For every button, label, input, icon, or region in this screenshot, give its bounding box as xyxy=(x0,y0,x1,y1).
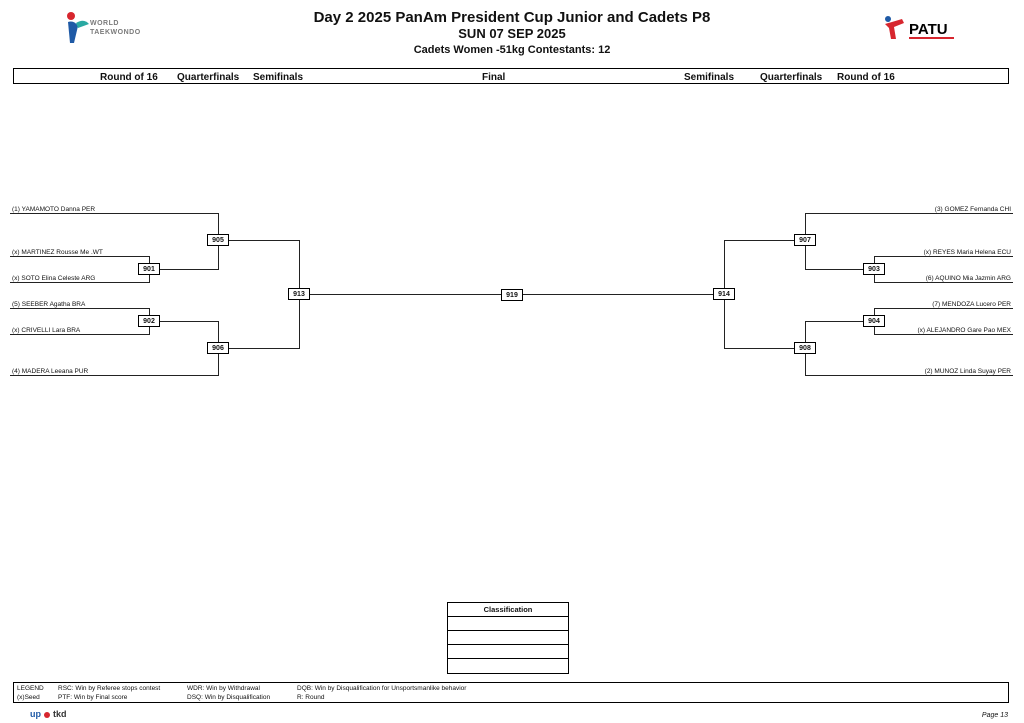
page-number: Page 13 xyxy=(981,712,1008,719)
left-athlete-4: (5) SEEBER Agatha BRA xyxy=(12,301,86,308)
right-athlete-3: (6) AQUINO Mia Jazmin ARG xyxy=(925,275,1011,282)
match-box-908[interactable]: 908 xyxy=(794,342,816,354)
classification-table: Classification xyxy=(447,602,569,674)
patu-figure-icon xyxy=(885,16,904,39)
legend-ptf: PTF: Win by Final score xyxy=(58,694,128,701)
round-label-final: Final xyxy=(482,72,506,83)
legend-dsq: DSQ: Win by Disqualification xyxy=(187,694,271,701)
logo-text-taekwondo: TAEKWONDO xyxy=(90,29,141,36)
right-athlete-6: (2) MUNOZ Linda Suyay PER xyxy=(924,368,1011,375)
right-athlete-4: (7) MENDOZA Lucero PER xyxy=(932,301,1011,308)
round-label-left-sf: Semifinals xyxy=(253,72,304,83)
match-box-905[interactable]: 905 xyxy=(207,234,229,246)
match-box-914[interactable]: 914 xyxy=(713,288,735,300)
patu-logo: PATU xyxy=(882,15,962,43)
taekwondo-figure-icon xyxy=(67,12,89,43)
match-box-902[interactable]: 902 xyxy=(138,315,160,327)
left-athlete-2: (x) MARTINEZ Rousse Me .WT xyxy=(12,249,103,256)
patu-underline xyxy=(909,37,954,39)
patu-logo-text: PATU xyxy=(909,21,948,38)
match-box-919[interactable]: 919 xyxy=(501,289,523,301)
classification-row xyxy=(448,616,568,617)
classification-row xyxy=(448,630,568,631)
legend-box: LEGEND (x)Seed RSC: Win by Referee stops… xyxy=(13,682,1009,703)
legend-dqb: DQB: Win by Disqualification for Unsport… xyxy=(297,685,467,692)
round-label-right-qf: Quarterfinals xyxy=(760,72,823,83)
right-athlete-5: (x) ALEJANDRO Gare Pao MEX xyxy=(917,327,1011,334)
legend-rsc: RSC: Win by Referee stops contest xyxy=(58,685,161,692)
round-label-left-qf: Quarterfinals xyxy=(177,72,240,83)
legend-label: LEGEND xyxy=(17,685,44,692)
world-taekwondo-logo: WORLD TAEKWONDO xyxy=(64,10,154,44)
match-box-907[interactable]: 907 xyxy=(794,234,816,246)
round-label-right-r16: Round of 16 xyxy=(837,72,895,83)
uptkd-logo-tkd: tkd xyxy=(53,709,67,719)
classification-title: Classification xyxy=(483,605,533,614)
match-box-903[interactable]: 903 xyxy=(863,263,885,275)
round-label-left-r16: Round of 16 xyxy=(100,72,158,83)
match-box-904[interactable]: 904 xyxy=(863,315,885,327)
legend-round: R: Round xyxy=(297,694,325,701)
uptkd-logo-up: up xyxy=(30,709,41,719)
event-title: Day 2 2025 PanAm President Cup Junior an… xyxy=(313,9,711,26)
match-box-901[interactable]: 901 xyxy=(138,263,160,275)
division-info: Cadets Women -51kg Contestants: 12 xyxy=(413,44,611,56)
round-label-right-sf: Semifinals xyxy=(684,72,735,83)
left-athlete-5: (x) CRIVELLI Lara BRA xyxy=(12,327,81,334)
uptkd-logo: up tkd xyxy=(30,709,67,719)
right-athlete-2: (x) REYES Maria Helena ECU xyxy=(923,249,1011,256)
legend-wdr: WDR: Win by Withdrawal xyxy=(187,685,260,692)
right-athlete-1: (3) GOMEZ Fernanda CHI xyxy=(934,206,1011,213)
match-box-913[interactable]: 913 xyxy=(288,288,310,300)
uptkd-dot-icon xyxy=(44,711,50,718)
classification-row xyxy=(448,644,568,645)
match-box-906[interactable]: 906 xyxy=(207,342,229,354)
left-athlete-1: (1) YAMAMOTO Danna PER xyxy=(12,206,96,213)
left-athlete-6: (4) MADERA Leeana PUR xyxy=(12,368,89,375)
round-header-bar xyxy=(13,68,1009,84)
event-date: SUN 07 SEP 2025 xyxy=(458,26,566,41)
logo-text-world: WORLD xyxy=(90,20,119,27)
left-athlete-3: (x) SOTO Elina Celeste ARG xyxy=(12,275,96,282)
classification-row xyxy=(448,658,568,659)
legend-seed: (x)Seed xyxy=(17,694,40,701)
